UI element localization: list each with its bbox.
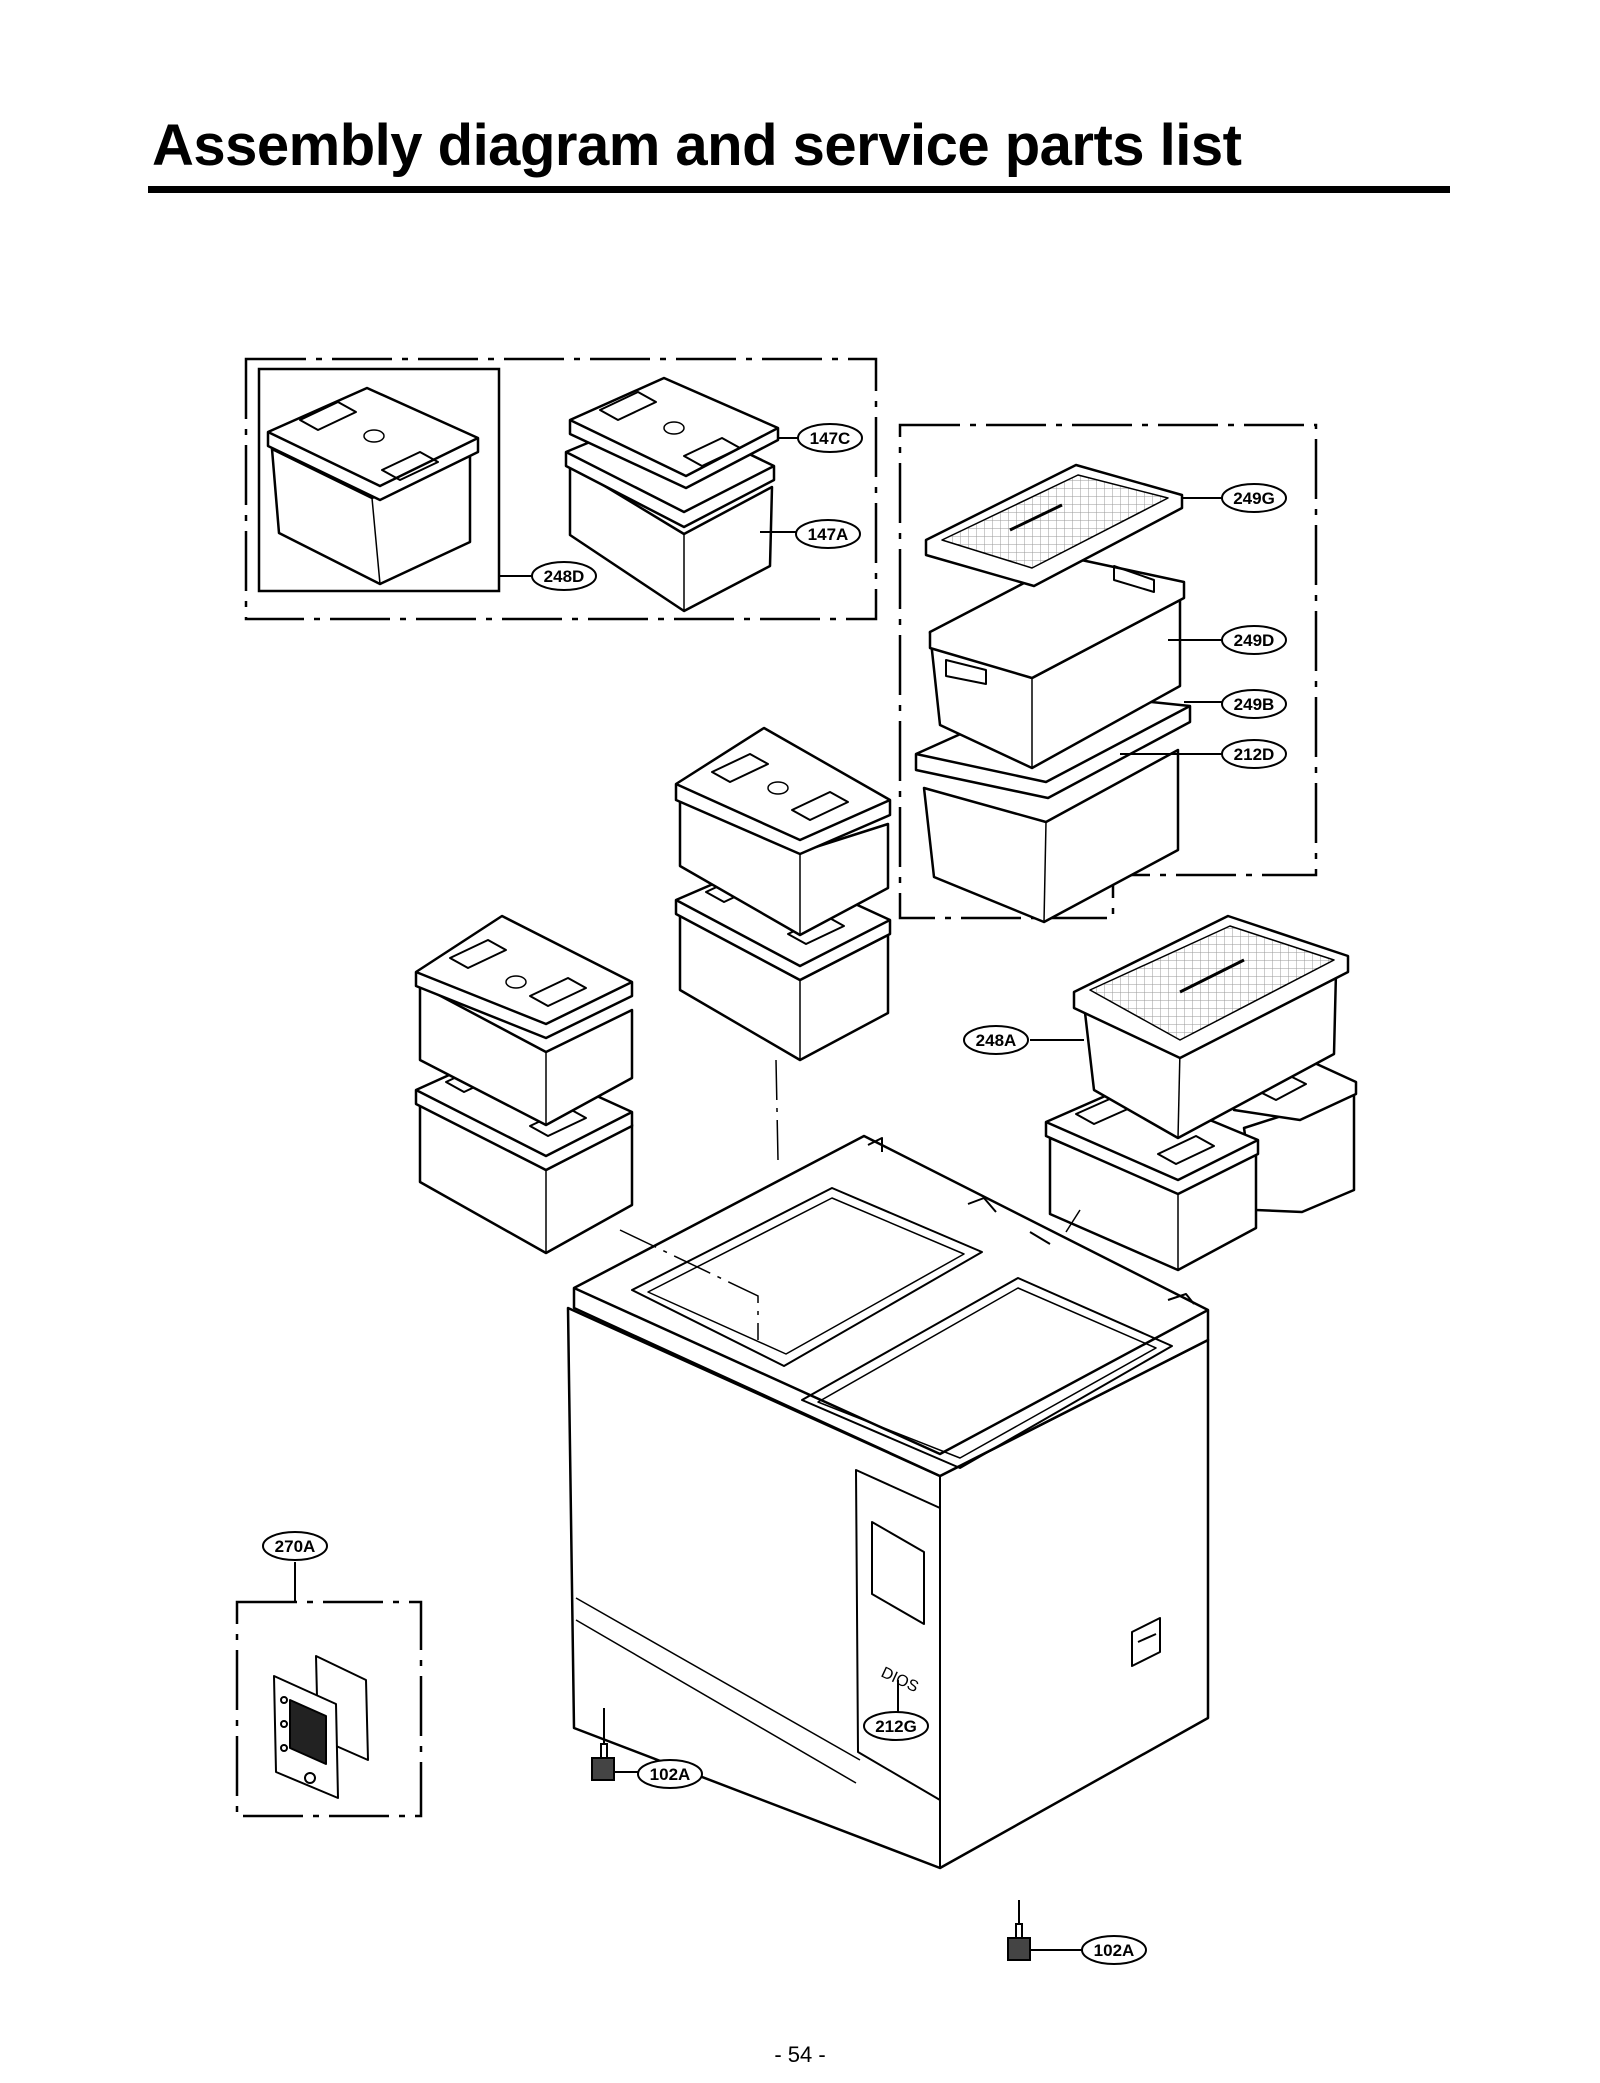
crisper-set: [914, 463, 1192, 924]
display-pcb-assembly: [273, 1655, 369, 1799]
leveling-foot-left: [591, 1743, 615, 1781]
svg-text:102A: 102A: [650, 1765, 691, 1784]
callout-leader-lines: [294, 437, 1222, 1951]
svg-text:102A: 102A: [1094, 1941, 1135, 1960]
left-container-stack: [414, 914, 634, 1255]
callout-270a: 270A: [262, 1531, 328, 1561]
page-title: Assembly diagram and service parts list: [152, 113, 1242, 178]
svg-text:212D: 212D: [1234, 745, 1275, 764]
svg-text:249B: 249B: [1234, 695, 1275, 714]
container-248d-frame: [257, 367, 501, 593]
svg-text:248A: 248A: [976, 1031, 1017, 1050]
callout-248a: 248A: [963, 1025, 1029, 1055]
container-147: [564, 376, 780, 613]
svg-text:270A: 270A: [275, 1537, 316, 1556]
callout-102a-right: 102A: [1081, 1935, 1147, 1965]
group-frame-kimchi-containers: [244, 357, 878, 621]
callout-212g: 212G: [863, 1711, 929, 1741]
assembly-guide-lines: [619, 1059, 1081, 1340]
svg-text:249D: 249D: [1234, 631, 1275, 650]
callout-249g: 249G: [1221, 483, 1287, 513]
callout-212d: 212D: [1221, 739, 1287, 769]
svg-text:249G: 249G: [1233, 489, 1275, 508]
svg-text:147C: 147C: [810, 429, 851, 448]
callout-248d: 248D: [531, 561, 597, 591]
container-248d: [266, 386, 480, 586]
title-underline: [148, 186, 1450, 193]
svg-text:248D: 248D: [544, 567, 585, 586]
right-container-group: [1044, 914, 1358, 1272]
svg-text:212G: 212G: [875, 1717, 917, 1736]
cabinet: [566, 1134, 1210, 1870]
callout-147c: 147C: [797, 423, 863, 453]
callout-102a-left: 102A: [637, 1759, 703, 1789]
svg-text:147A: 147A: [808, 525, 849, 544]
group-frame-display-pcb: [235, 1600, 423, 1818]
page-number: - 54 -: [774, 2042, 826, 2067]
leveling-foot-right: [1007, 1923, 1031, 1961]
callout-249b: 249B: [1221, 689, 1287, 719]
callout-147a: 147A: [795, 519, 861, 549]
callout-249d: 249D: [1221, 625, 1287, 655]
center-container-stack: [674, 726, 892, 1062]
